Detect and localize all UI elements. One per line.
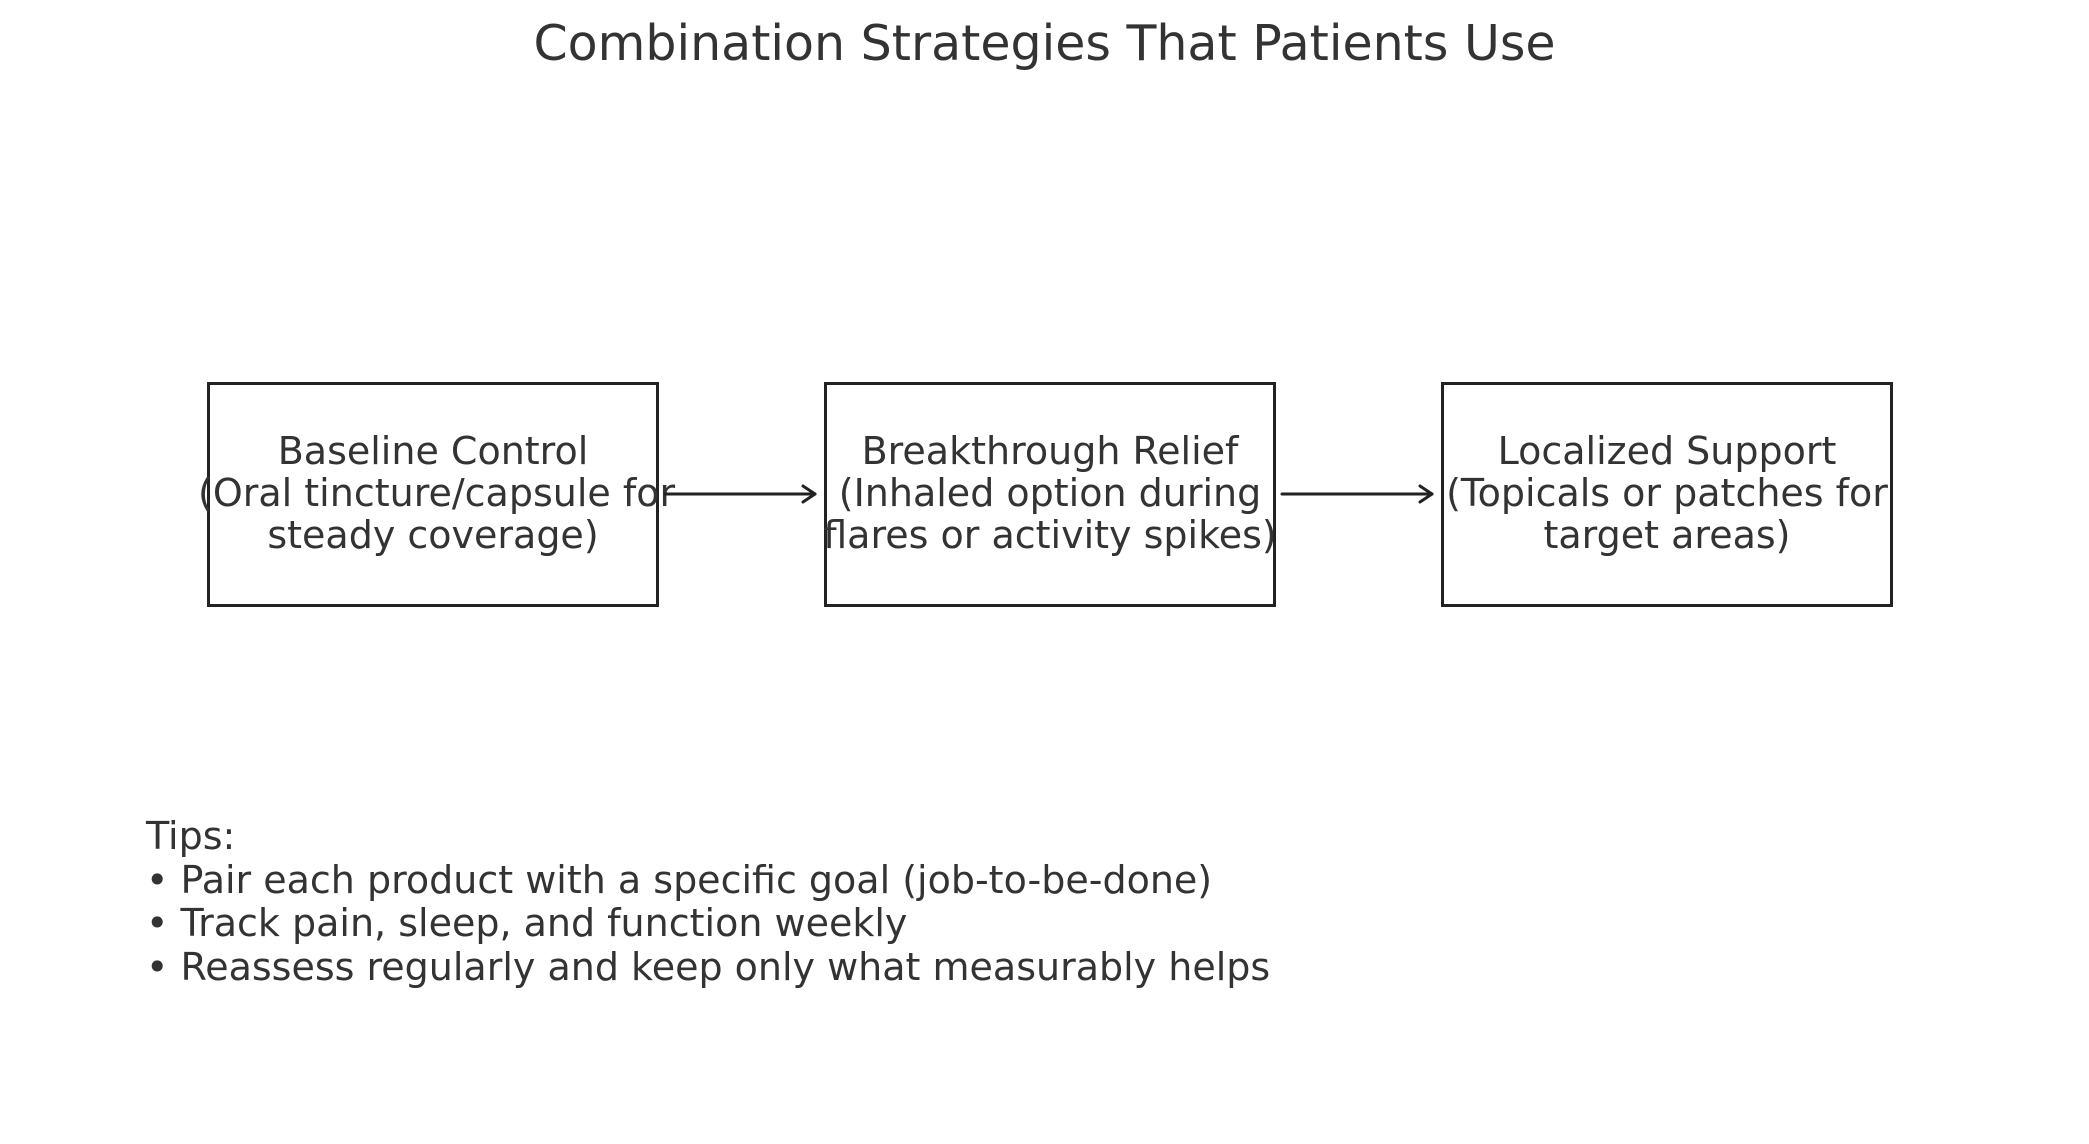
step-detail-line: flares or activity spikes) [823, 512, 1277, 557]
step-detail-line: (Topicals or patches for [1446, 470, 1888, 515]
tip-item: • Pair each product with a specific goal… [146, 857, 1213, 902]
step-detail-line: (Inhaled option during [838, 470, 1262, 515]
step-heading: Breakthrough Relief [861, 428, 1239, 473]
step-box-breakthrough-relief: Breakthrough Relief (Inhaled option duri… [823, 382, 1277, 607]
step-heading: Baseline Control [277, 428, 589, 473]
step-text: Localized Support (Topicals or patches f… [1444, 430, 1890, 556]
step-detail-line: (Oral tincture/capsule for [198, 470, 676, 515]
step-text: Breakthrough Relief (Inhaled option duri… [823, 430, 1277, 556]
step-detail-line: target areas) [1543, 512, 1791, 557]
arrow-breakthrough-to-localized [1280, 484, 1434, 504]
diagram-title: Combination Strategies That Patients Use [533, 15, 1556, 72]
tip-item: • Track pain, sleep, and function weekly [146, 901, 908, 945]
step-box-baseline-control: Baseline Control (Oral tincture/capsule … [198, 382, 675, 607]
step-box-localized-support: Localized Support (Topicals or patches f… [1441, 382, 1893, 607]
step-text: Baseline Control (Oral tincture/capsule … [198, 428, 676, 557]
tips-heading: Tips: [146, 814, 236, 858]
step-heading: Localized Support [1497, 428, 1837, 473]
arrow-baseline-to-breakthrough [663, 484, 817, 504]
tips-section: Tips: • Pair each product with a specifi… [146, 814, 1271, 989]
tip-item: • Reassess regularly and keep only what … [146, 944, 1271, 989]
step-detail-line: steady coverage) [267, 512, 599, 557]
